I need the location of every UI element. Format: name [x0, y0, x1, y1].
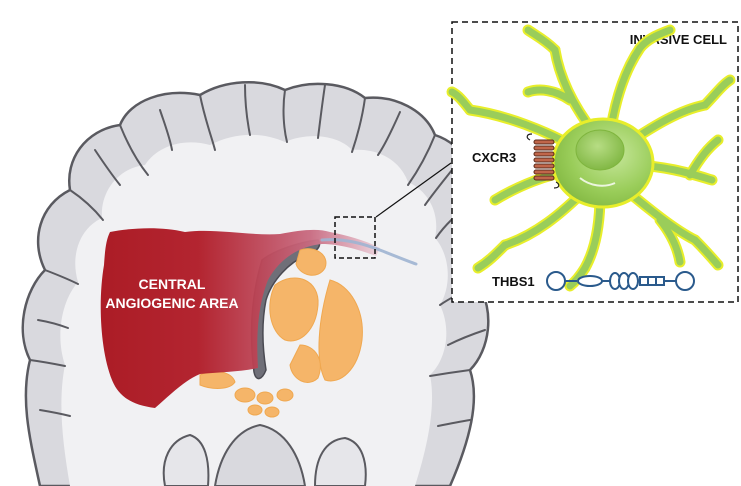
brainstem: [213, 423, 307, 486]
central-angiogenic-area: CENTRAL ANGIOGENIC AREA: [100, 228, 418, 408]
inset-panel: INVASIVE CELL: [446, 21, 739, 303]
invasive-cell: [446, 24, 736, 292]
temporal-lobe-right: [313, 436, 367, 486]
cell-nucleus: [575, 129, 625, 171]
connector-line: [375, 162, 452, 218]
tumor-mass: [100, 228, 380, 408]
thbs1-protein: [546, 271, 695, 291]
invasion-tract: [320, 238, 418, 266]
thbs1-label: THBS1: [492, 274, 535, 289]
cell-highlight: [579, 177, 616, 187]
deep-nuclei: [199, 248, 363, 418]
temporal-lobe-left: [162, 433, 210, 486]
central-area-label-line2: ANGIOGENIC AREA: [105, 295, 238, 311]
zoom-region-box: [334, 216, 376, 259]
cxcr3-receptor: [526, 133, 560, 189]
central-area-label-line1: CENTRAL: [139, 276, 206, 292]
cxcr3-label: CXCR3: [472, 150, 516, 165]
